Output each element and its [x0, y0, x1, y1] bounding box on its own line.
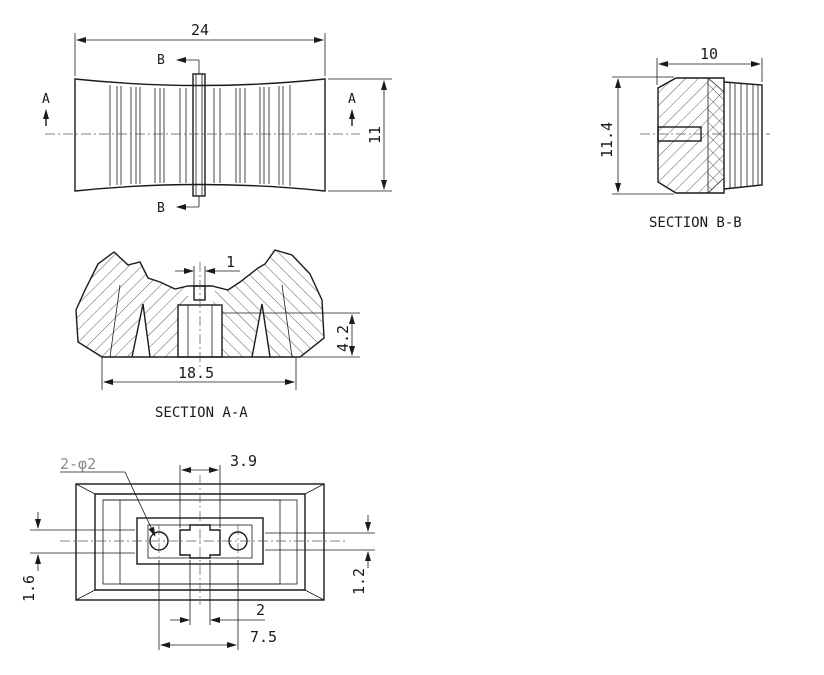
dim-length: 24: [191, 21, 209, 39]
section-a-left-label: A: [42, 92, 50, 107]
hole-callout: 2-φ2: [60, 455, 96, 473]
center-indicator: [192, 73, 206, 197]
dim-aa-slot: 1: [226, 253, 235, 271]
knob-outline: [74, 78, 326, 192]
dim-aa-depth: 4.2: [334, 325, 352, 352]
dim-bb-height: 11.4: [598, 122, 616, 158]
section-a-right-label: A: [348, 92, 356, 107]
indicator-slot: [193, 285, 206, 301]
shaft-socket: [179, 524, 221, 559]
dim-center-width: 3.9: [230, 452, 257, 470]
top-view: A A B B 24 11: [42, 21, 392, 216]
section-bb-caption: SECTION B-B: [649, 215, 742, 231]
dim-bb-width: 10: [700, 45, 718, 63]
ribs-left: [109, 85, 187, 186]
section-bb-body: [657, 77, 725, 194]
section-aa-view: 1 4.2 18.5 SECTION A-A: [75, 249, 360, 421]
section-bb-view: 10 11.4 SECTION B-B: [598, 45, 770, 231]
dim-aa-width: 18.5: [178, 364, 214, 382]
section-b-top-label: B: [157, 53, 165, 68]
bottom-view: 2-φ2 3.9 1.6 1.2 2 7.5: [20, 452, 375, 650]
ribs-right: [213, 85, 291, 186]
section-b-bottom-label: B: [157, 201, 165, 216]
dim-hole-spacing: 7.5: [250, 628, 277, 646]
dim-slot: 2: [256, 601, 265, 619]
dim-right-offset: 1.2: [350, 568, 368, 595]
dim-left-offset: 1.6: [20, 575, 38, 602]
dim-height: 11: [366, 126, 384, 144]
section-aa-caption: SECTION A-A: [155, 405, 248, 421]
